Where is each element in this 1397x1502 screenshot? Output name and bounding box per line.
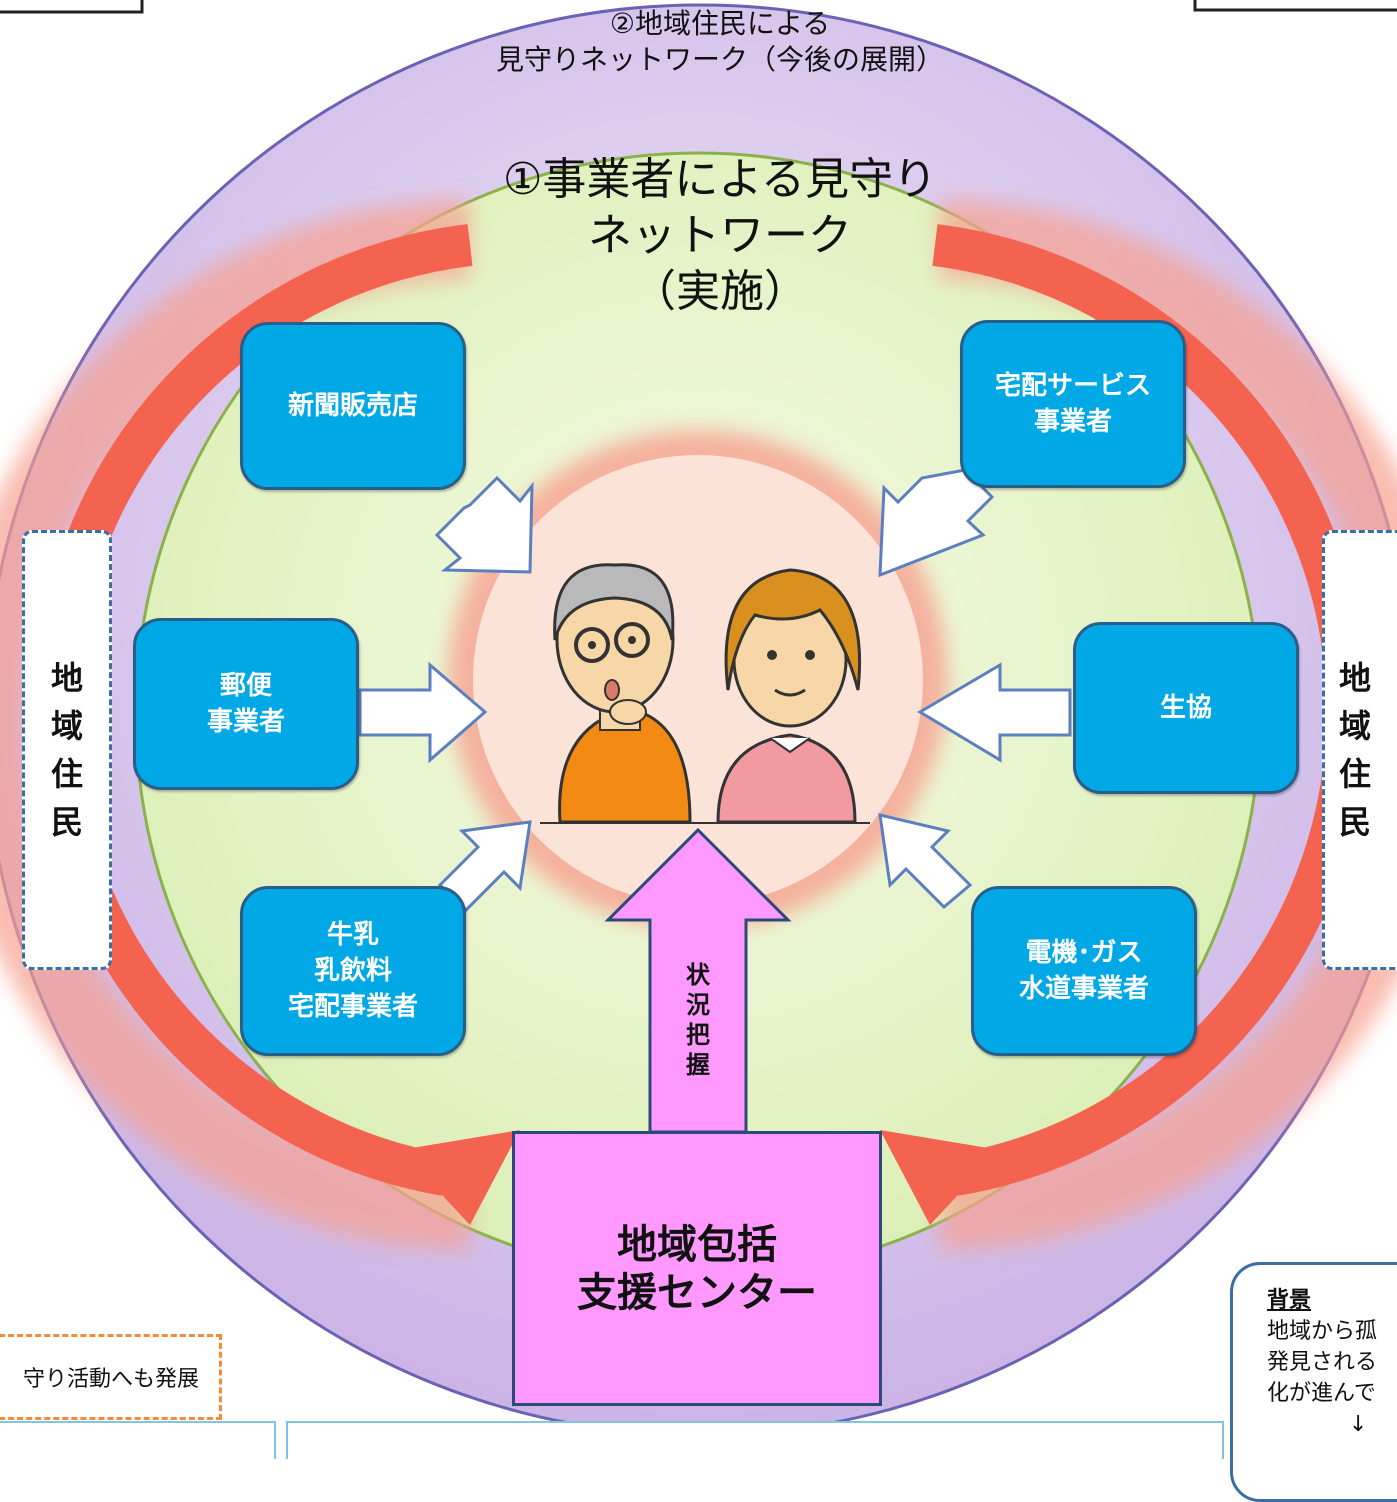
background-line: ↓ <box>1349 1412 1368 1437</box>
delivery-box: 宅配サービス 事業者 <box>960 320 1186 488</box>
background-line: 発見される <box>1267 1350 1378 1375</box>
background-line: 化が進んで <box>1267 1381 1376 1406</box>
milk-label: 牛乳 乳飲料 宅配事業者 <box>287 920 418 1022</box>
postal-label: 郵便 事業者 <box>206 671 285 737</box>
residents-right-label: 地 域 住 民 <box>1338 659 1371 841</box>
outer-network-title: ②地域住民による 見守りネットワーク（今後の展開） <box>495 7 944 76</box>
residents-left-label: 地 域 住 民 <box>50 659 83 841</box>
support-center-box: 地域包括 支援センター <box>512 1131 882 1406</box>
residents-right: 地 域 住 民 <box>1322 530 1397 970</box>
coop-box: 生協 <box>1073 622 1299 794</box>
status-arrow <box>604 827 792 1134</box>
support-center-label: 地域包括 支援センター <box>577 1221 817 1316</box>
milk-box: 牛乳 乳飲料 宅配事業者 <box>240 886 466 1056</box>
residents-left: 地 域 住 民 <box>22 530 112 970</box>
background-title: 背景 <box>1267 1288 1312 1313</box>
development-note: 守り活動へも発展 <box>0 1334 222 1420</box>
inward-arrows <box>358 468 1072 913</box>
postal-box: 郵便 事業者 <box>133 618 359 790</box>
coop-label: 生協 <box>1159 693 1212 723</box>
delivery-label: 宅配サービス 事業者 <box>994 371 1151 437</box>
newspaper-box: 新聞販売店 <box>240 322 466 490</box>
utilities-box: 電機･ガス 水道事業者 <box>971 886 1197 1056</box>
development-note-text: 守り活動へも発展 <box>22 1367 199 1392</box>
newspaper-label: 新聞販売店 <box>287 391 418 421</box>
background-line: 地域から孤 <box>1267 1319 1378 1344</box>
background-box: 背景 地域から孤 発見される 化が進んで ↓ <box>1230 1262 1397 1502</box>
inner-network-title: ①事業者による見守り ネットワーク （実施） <box>502 154 938 317</box>
elderly-couple-illustration <box>540 563 870 824</box>
status-label: 状 況 把 握 <box>686 961 710 1079</box>
utilities-label: 電機･ガス 水道事業者 <box>1018 938 1149 1004</box>
